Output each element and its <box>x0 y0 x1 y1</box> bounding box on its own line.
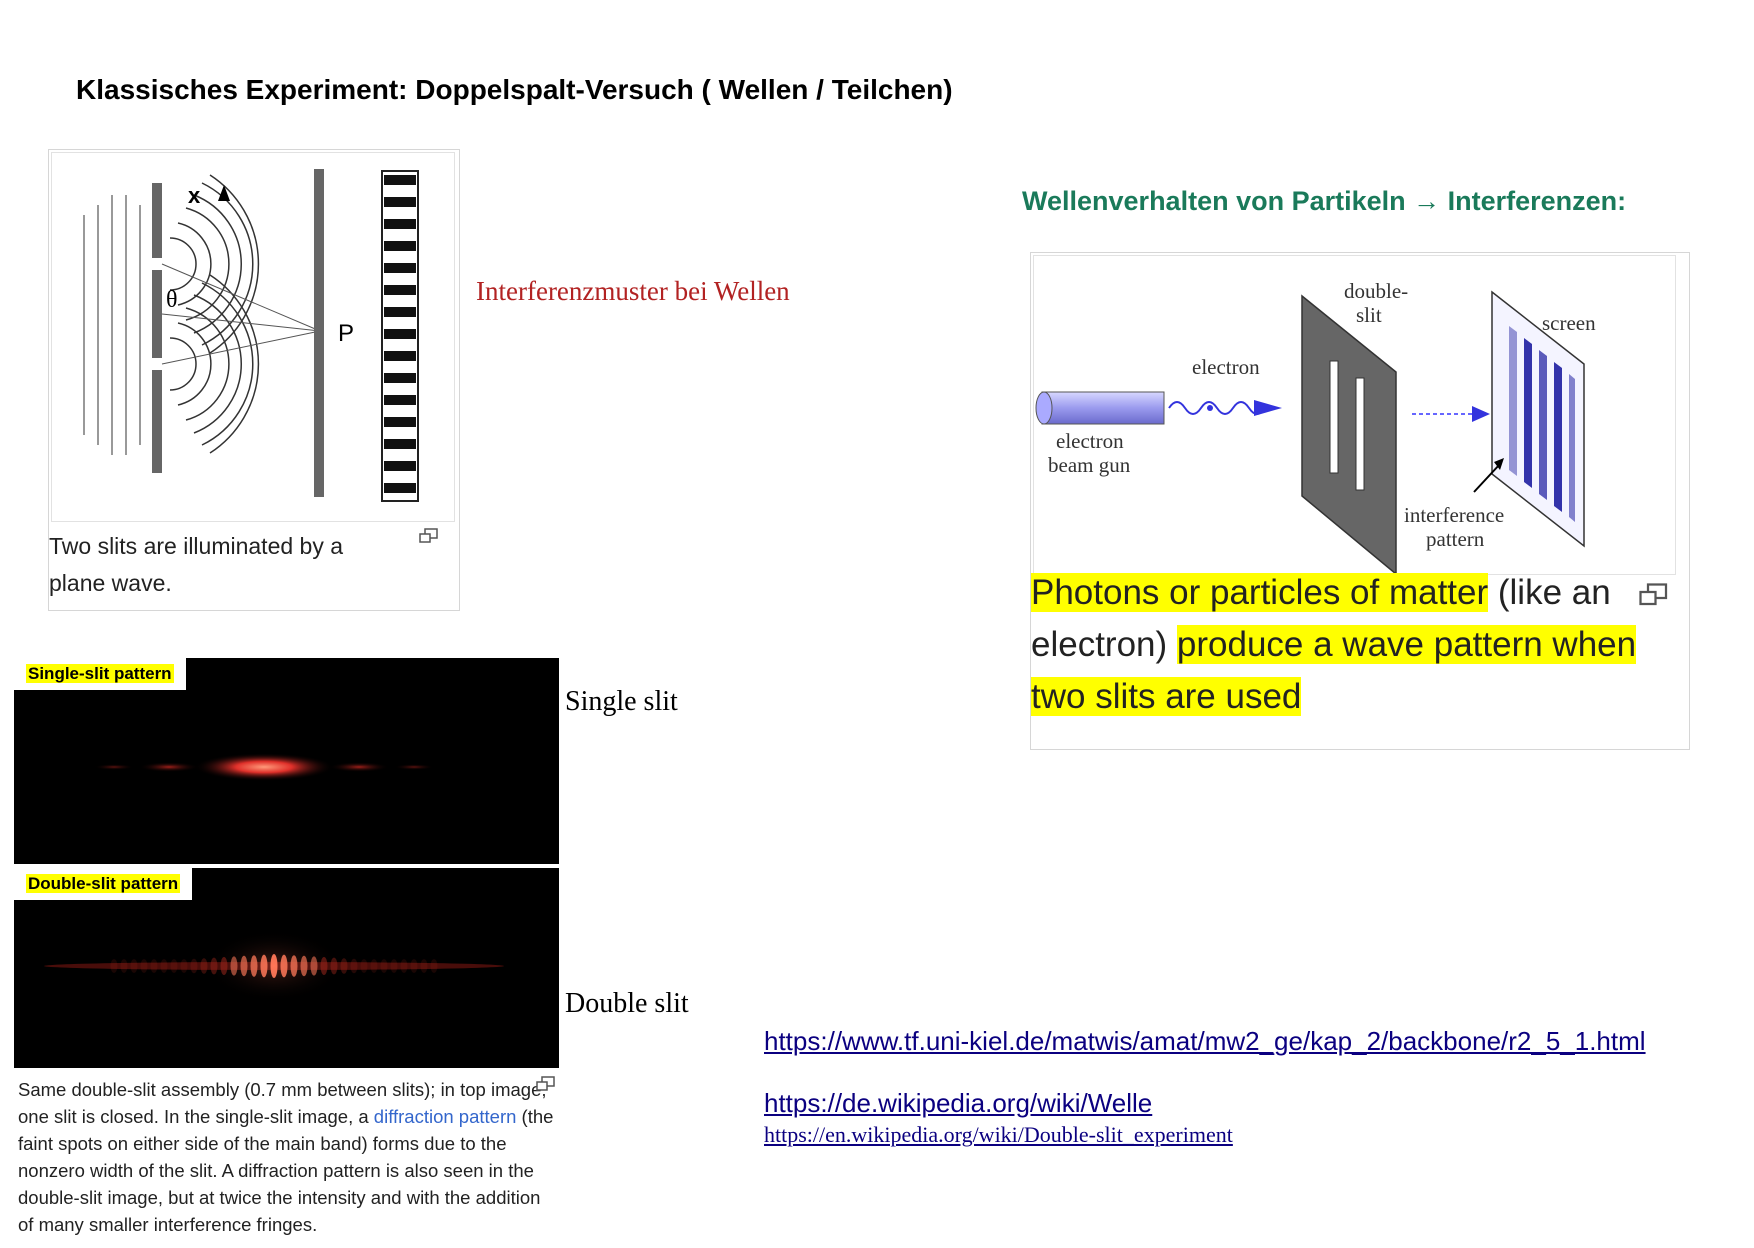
fringe-stripe <box>384 175 416 185</box>
electron-double-slit-figure: double- slit screen electron electron be… <box>1030 252 1690 750</box>
interference-dot <box>150 959 158 973</box>
interference-dot <box>130 959 138 973</box>
slit-patterns-figure: Single-slit pattern Double-slit pattern … <box>14 658 559 1248</box>
interference-dot <box>160 959 168 973</box>
slit-barrier <box>152 183 162 473</box>
fringe-stripe <box>384 483 416 493</box>
gun-label-2: beam gun <box>1048 453 1131 477</box>
wave-figure-caption: Two slits are illuminated by a plane wav… <box>49 533 344 596</box>
interference-dot <box>360 959 368 973</box>
single-slit-panel: Single-slit pattern <box>14 658 559 864</box>
electron-label: electron <box>1192 355 1260 379</box>
ray-lines <box>161 263 321 365</box>
interference-label-2: pattern <box>1426 527 1485 551</box>
double-slit-panel: Double-slit pattern <box>14 868 559 1068</box>
wave-double-slit-figure: x θ P Two slits are illuminated by a pla… <box>48 149 460 611</box>
fringe-stripe <box>384 197 416 207</box>
particle-wave-heading: Wellenverhalten von Partikeln → Interfer… <box>1022 186 1627 216</box>
expand-icon[interactable] <box>536 1076 556 1092</box>
patterns-caption: Same double-slit assembly (0.7 mm betwee… <box>18 1079 554 1235</box>
interference-dot <box>430 959 438 973</box>
fringe-stripe <box>384 285 416 295</box>
wave-diagram: x θ P <box>51 152 455 522</box>
interference-dot <box>370 959 378 973</box>
fringe-stripe <box>384 395 416 405</box>
gun-label-1: electron <box>1056 429 1124 453</box>
axis-x-label: x <box>188 183 201 208</box>
fringe-stripe <box>384 439 416 449</box>
interference-dot <box>380 959 388 973</box>
double-slit-label-1: double- <box>1344 279 1408 303</box>
fringe-stripe <box>384 219 416 229</box>
interference-dot <box>140 959 148 973</box>
fringe-stripe <box>384 307 416 317</box>
page-title: Klassisches Experiment: Doppelspalt-Vers… <box>76 74 953 105</box>
fringe-stripe <box>384 461 416 471</box>
double-slit-pattern-image <box>44 930 504 1002</box>
double-slit-pattern-label: Double-slit pattern <box>14 868 193 900</box>
p-label: P <box>338 320 354 347</box>
link-uni-kiel[interactable]: https://www.tf.uni-kiel.de/matwis/amat/m… <box>764 1026 1646 1056</box>
double-slit-label: Double slit <box>565 988 689 1019</box>
interference-dot <box>410 959 418 973</box>
fringe-stripe <box>384 241 416 251</box>
theta-label: θ <box>166 287 178 313</box>
interference-label-1: interference <box>1404 503 1504 527</box>
screen-bar <box>314 169 324 497</box>
interference-dot <box>190 958 198 974</box>
circular-waves <box>169 174 260 454</box>
interference-dot <box>420 959 428 973</box>
electron-diagram: double- slit screen electron electron be… <box>1033 255 1676 576</box>
link-wikipedia-welle[interactable]: https://de.wikipedia.org/wiki/Welle <box>764 1088 1153 1118</box>
single-slit-label: Single slit <box>565 686 678 717</box>
interference-dot <box>390 959 398 973</box>
interference-dot <box>170 959 178 973</box>
plane-wave-lines <box>83 195 141 455</box>
screen-label: screen <box>1542 311 1596 335</box>
interference-dot <box>350 958 358 974</box>
expand-icon[interactable] <box>1639 583 1669 607</box>
diffraction-pattern-link[interactable]: diffraction pattern <box>373 1106 517 1127</box>
waves-interference-label: Interferenzmuster bei Wellen <box>476 276 790 306</box>
fringe-stripe <box>384 329 416 339</box>
fringe-stripe <box>384 373 416 383</box>
wave-diagram-svg: x θ P <box>83 169 419 502</box>
interference-dot <box>180 959 188 973</box>
interference-dot <box>120 959 128 973</box>
link-wikipedia-double-slit[interactable]: https://en.wikipedia.org/wiki/Double-sli… <box>764 1122 1233 1147</box>
electron-figure-caption: Photons or particles of matter (like an … <box>1031 573 1637 716</box>
fringe-stripe <box>384 351 416 361</box>
fringe-stripe <box>384 417 416 427</box>
electron-diagram-svg: double- slit screen electron electron be… <box>1035 279 1596 576</box>
single-slit-pattern-image <box>94 753 434 781</box>
interference-dot <box>400 959 408 973</box>
double-slit-label-2: slit <box>1356 303 1382 327</box>
interference-dot <box>110 959 118 973</box>
fringe-stripe <box>384 263 416 273</box>
single-slit-pattern-label: Single-slit pattern <box>14 658 186 690</box>
expand-icon[interactable] <box>419 528 439 544</box>
